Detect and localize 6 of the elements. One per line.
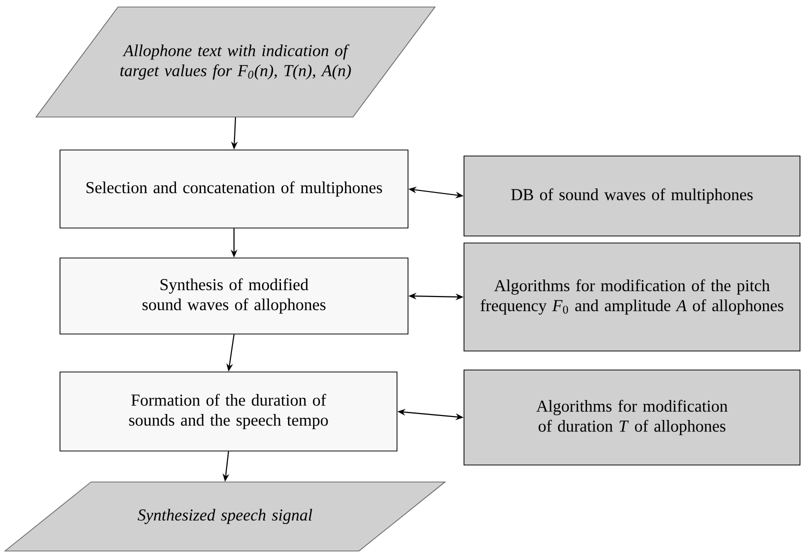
data-box: Algorithms for modification of duration T of allophones xyxy=(464,370,800,466)
process-box: Selection and concatenation of multiphones xyxy=(60,150,408,228)
data-box: DB of sound waves of multiphones xyxy=(464,156,800,236)
data-box: Algorithms for modification of the pitch frequency F$_{0}$ and amplitude A of allophones xyxy=(464,242,800,352)
process-box: Formation of the duration of sounds and the speech tempo xyxy=(60,372,398,452)
process-box: Synthesis of modified sound waves of allophones xyxy=(60,258,408,334)
